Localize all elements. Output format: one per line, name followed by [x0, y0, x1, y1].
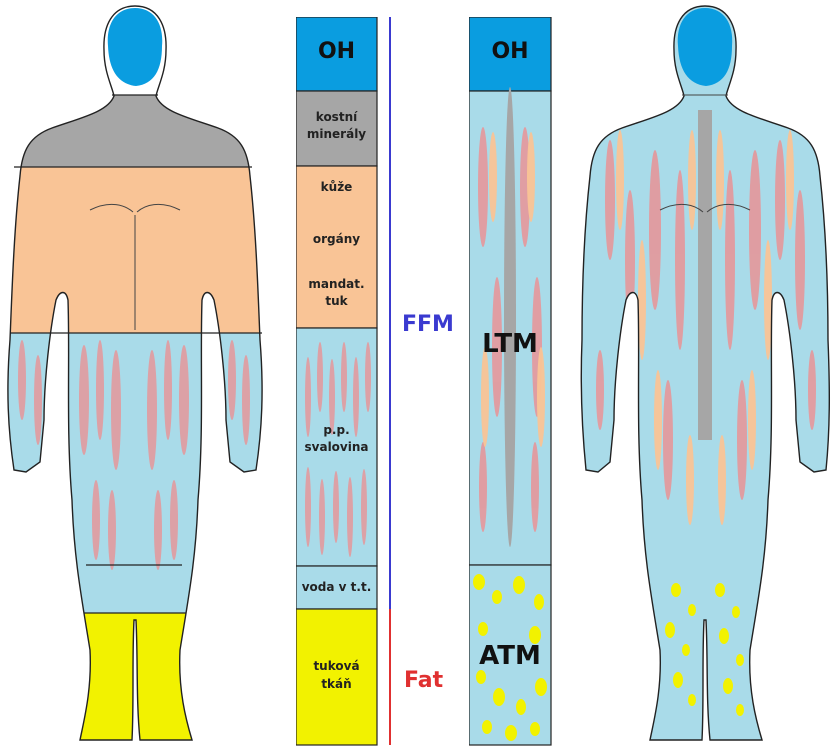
right-body-figure	[580, 0, 831, 747]
organs-label: orgány	[296, 232, 377, 246]
mandat-label-line2: tuk	[296, 293, 377, 310]
muscle-label: p.p. svalovina	[296, 422, 377, 456]
left-body-figure	[0, 0, 270, 747]
fat-label: Fat	[404, 668, 443, 693]
body-composition-column-left: OH kostní minerály kůže orgány mandat. t…	[296, 17, 380, 747]
fat-label-line2: tkáň	[296, 675, 377, 693]
atm-label: ATM	[469, 641, 551, 671]
fat-label-line1: tuková	[296, 657, 377, 675]
bone-minerals-label: kostní minerály	[296, 109, 377, 143]
mandatory-fat-label: mandat. tuk	[296, 276, 377, 310]
body-composition-column-right: OH LTM ATM	[469, 17, 553, 747]
ffm-fat-bracket-lines	[384, 17, 396, 747]
ltm-label: LTM	[469, 329, 551, 359]
water-label: voda v t.t.	[296, 580, 377, 594]
ffm-label: FFM	[402, 312, 454, 337]
mandat-label-line1: mandat.	[296, 276, 377, 293]
bone-label-line1: kostní	[296, 109, 377, 126]
skin-label: kůže	[296, 180, 377, 194]
fat-tissue-label: tuková tkáň	[296, 657, 377, 693]
column-right-oh-label: OH	[469, 39, 551, 64]
bone-label-line2: minerály	[296, 126, 377, 143]
column-left-oh-label: OH	[296, 39, 377, 64]
muscle-label-line2: svalovina	[296, 439, 377, 456]
muscle-label-line1: p.p.	[296, 422, 377, 439]
